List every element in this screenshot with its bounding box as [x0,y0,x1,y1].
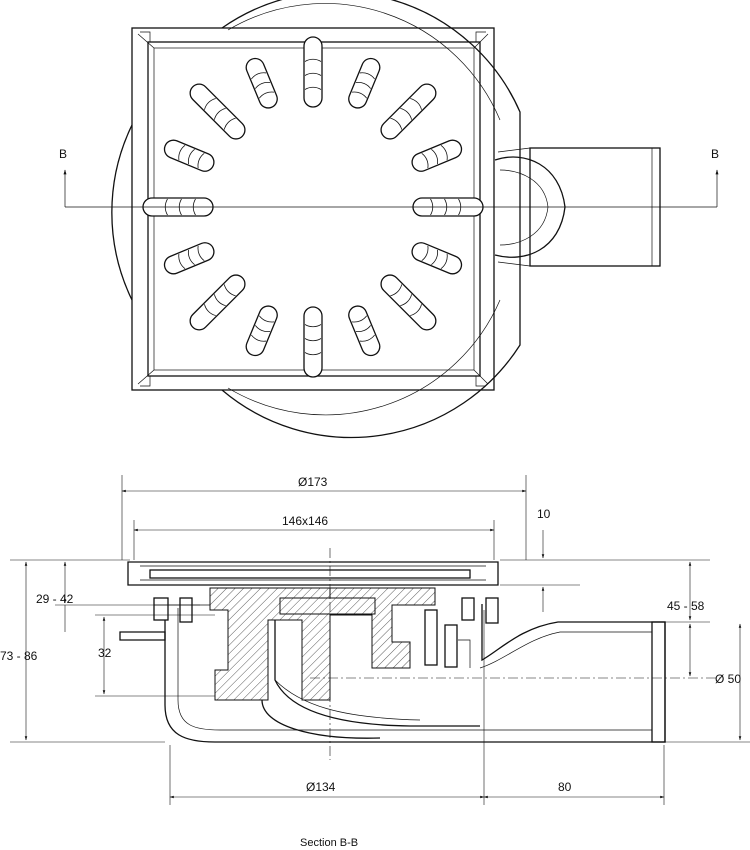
seal-ring-left [153,597,210,623]
dim-grate-height: 10 [537,507,551,521]
dim-overall-diameter: Ø173 [298,475,328,489]
grate-slot [303,306,323,378]
dim-seal-height: 32 [98,646,112,660]
dim-outlet-height: 45 - 58 [667,599,705,613]
seal-ring-right [424,597,499,668]
grate-slot [163,139,215,172]
section-marker-left: B [59,147,67,161]
dim-outlet-diameter: Ø 50 [715,672,741,686]
grate-section [127,561,499,586]
flange-left [119,631,166,641]
grate-slot [189,83,246,140]
dim-outlet-length: 80 [558,780,572,794]
dim-body-diameter: Ø134 [306,780,336,794]
grate-slot [245,305,278,357]
dim-height-range-1: 29 - 42 [36,592,74,606]
grate-slot [163,242,215,275]
grate-slot [245,57,278,109]
dim-height-range-2: 73 - 86 [0,649,38,663]
grate-slot [411,242,463,275]
grate-slot [189,274,246,331]
grate-slot [411,139,463,172]
body-circle-outline [221,0,521,439]
dimensions: Ø173 146x146 10 73 - 86 29 - 42 32 45 - … [0,475,750,805]
section-caption: Section B-B [300,837,358,849]
grate-slot [348,57,381,109]
section-marker-right: B [711,147,719,161]
body-circle-left [111,124,133,301]
grate-slot [380,83,437,140]
trap-inner [261,610,381,739]
plan-view: B B [59,0,719,439]
dim-grate-size: 146x146 [282,514,328,528]
grate-slot [303,36,323,108]
grate-slot [348,305,381,357]
section-view [119,548,720,760]
grate-slot [380,274,437,331]
